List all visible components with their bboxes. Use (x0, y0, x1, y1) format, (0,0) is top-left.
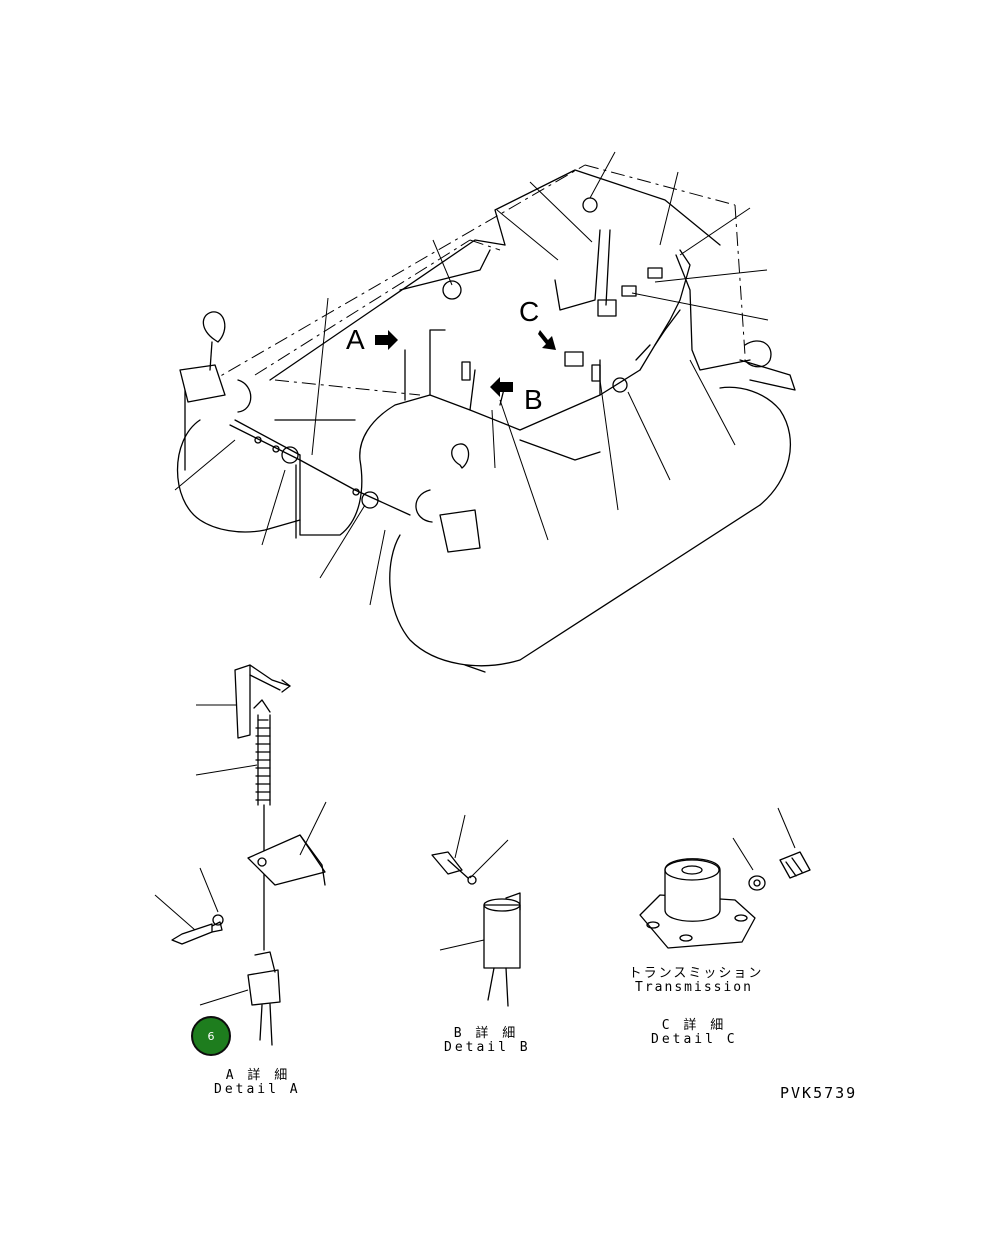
transmission-label-jp: トランスミッション (628, 966, 764, 981)
detail-c-title-en: Detail C (651, 1032, 738, 1047)
detail-c-title-jp: C 詳 細 (661, 1018, 727, 1033)
callout-number: 6 (207, 1029, 215, 1043)
drawing-number: PVK5739 (780, 1084, 858, 1102)
view-label-b: B (524, 384, 543, 415)
detail-a-title-jp: A 詳 細 (225, 1068, 291, 1083)
detail-c-drawing (639, 807, 811, 949)
transmission-label-en: Transmission (635, 980, 753, 995)
detail-b-drawing (431, 814, 521, 1007)
wiring-harness (179, 197, 796, 553)
view-label-a: A (346, 324, 365, 355)
detail-b-title-en: Detail B (444, 1040, 531, 1055)
view-label-c: C (519, 296, 540, 327)
callout-badge[interactable]: 6 (191, 1016, 231, 1056)
detail-a-drawing (154, 664, 327, 1046)
detail-a-title-en: Detail A (214, 1082, 301, 1097)
leader-lines (174, 151, 769, 606)
machine-body (176, 164, 792, 673)
detail-b-title-jp: B 詳 細 (453, 1026, 519, 1041)
view-arrows (375, 330, 556, 397)
